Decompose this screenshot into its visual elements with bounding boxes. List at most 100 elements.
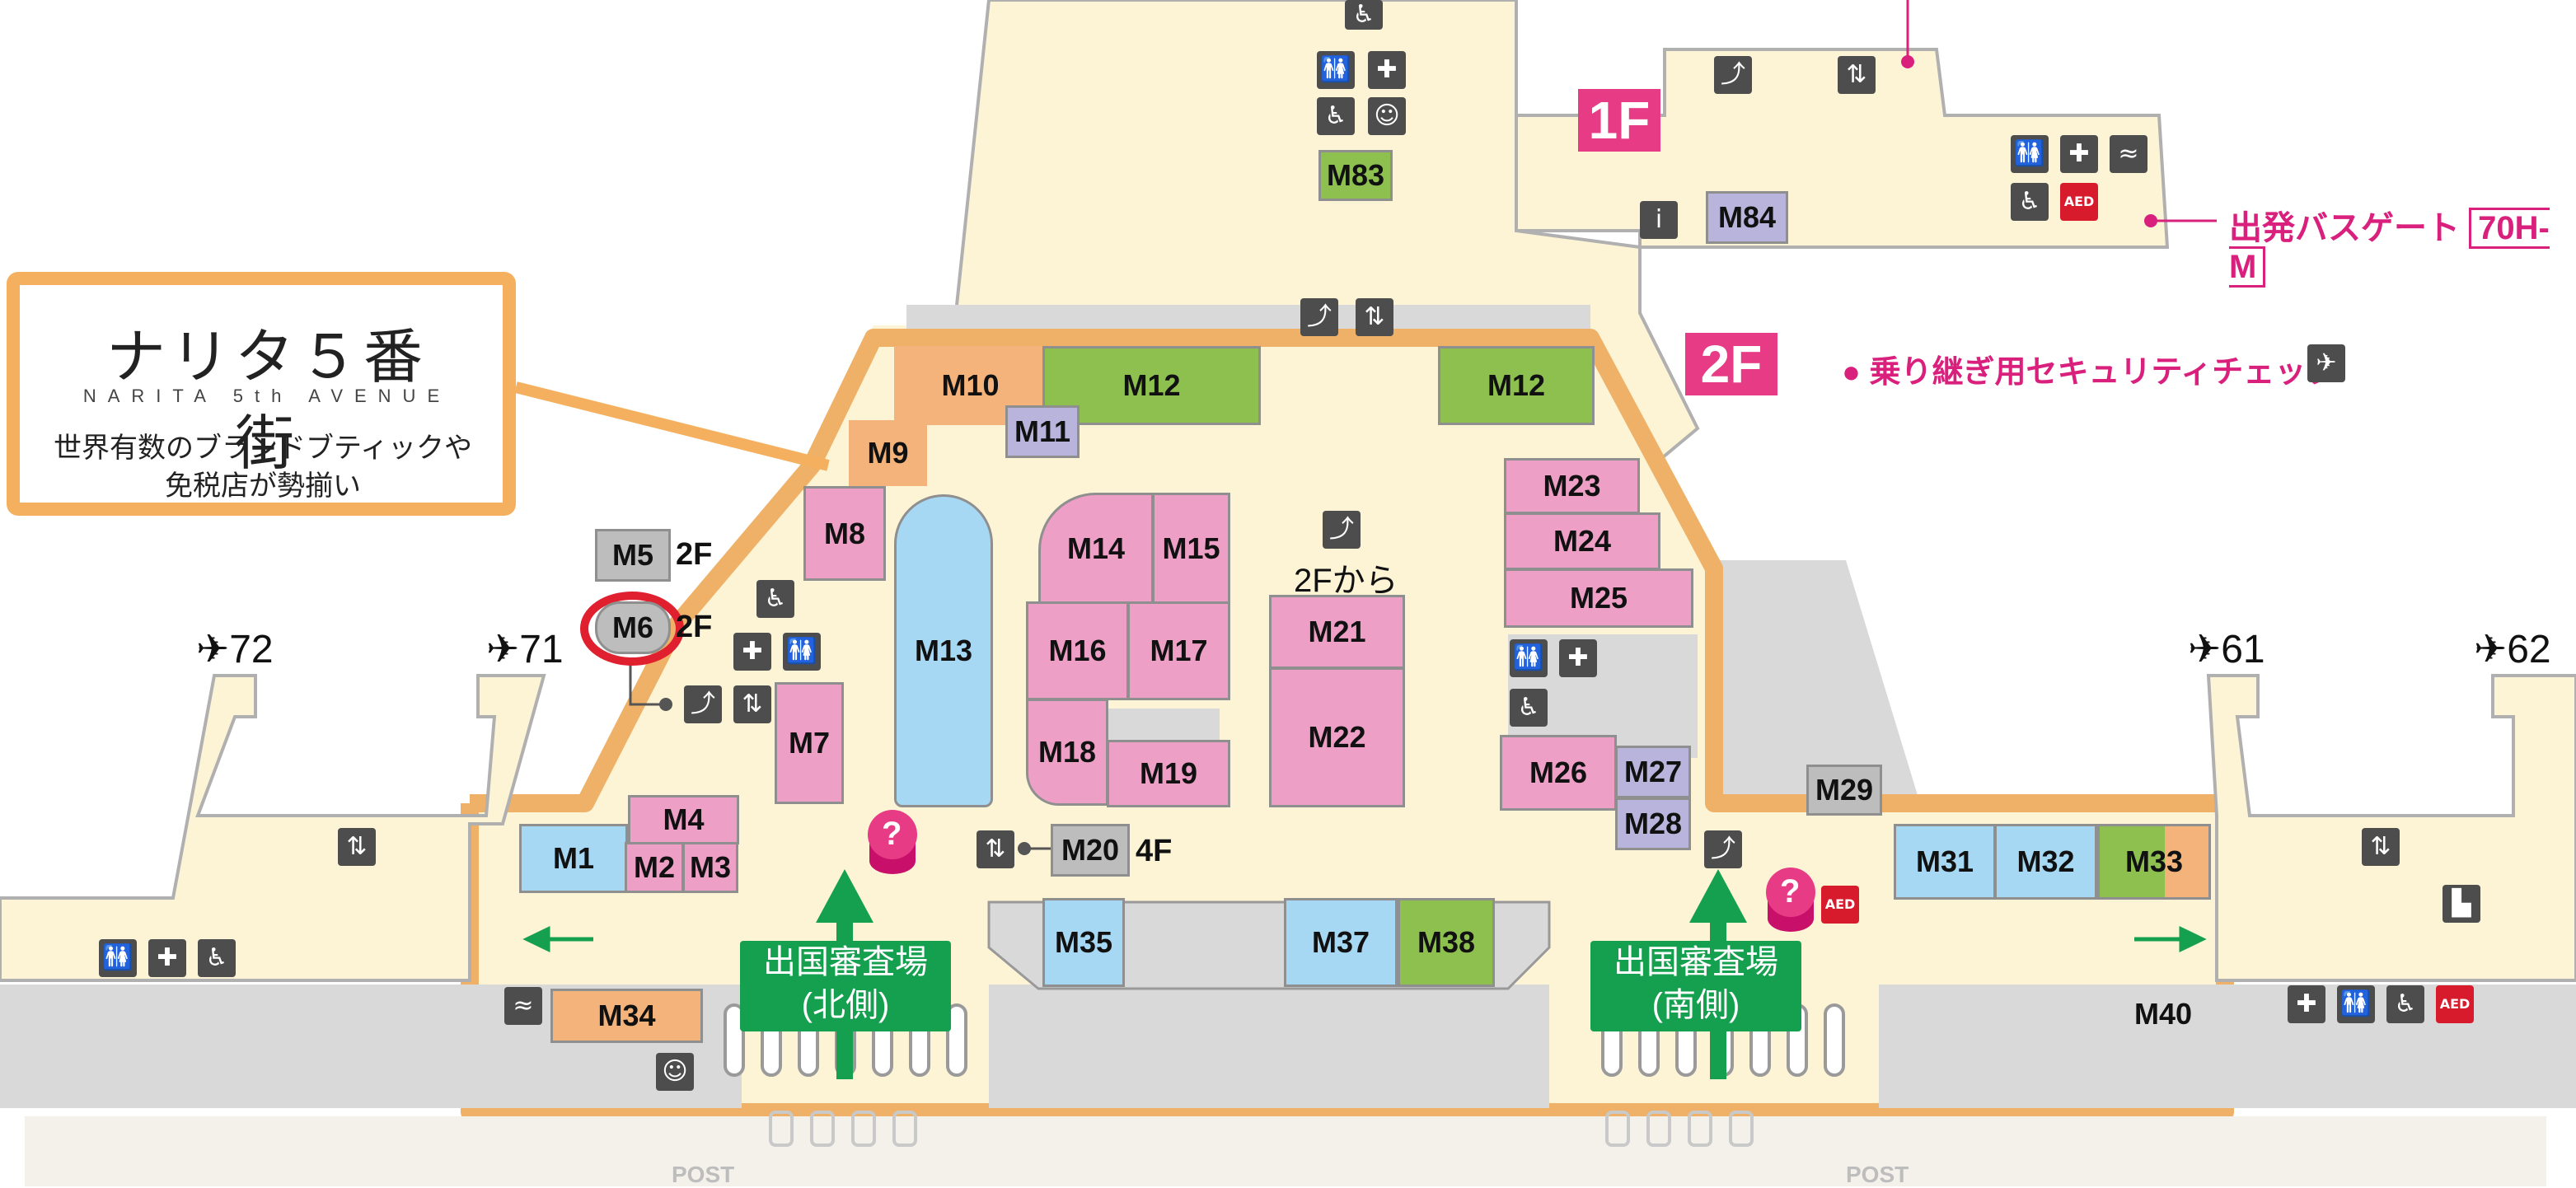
gate-62: ✈62 — [2474, 628, 2551, 671]
airplane-icon: ✈ — [486, 628, 520, 671]
callout-subtitle: NARITA 5th AVENUE — [82, 386, 452, 406]
restroom-icon: 🚻 — [2337, 985, 2375, 1023]
shop-m84[interactable]: M84 — [1706, 191, 1788, 244]
shop-m7[interactable]: M7 — [775, 682, 844, 804]
first-aid-icon: ✚ — [2060, 135, 2098, 173]
wheelchair-icon: ♿ — [1317, 97, 1355, 135]
shop-m6[interactable]: M6 — [595, 601, 671, 654]
wheelchair-icon: ♿ — [198, 939, 236, 977]
bus-gate-label: 出発バスゲート 70H-M — [2229, 201, 2576, 288]
bottom-lane-markers — [769, 1111, 1754, 1147]
gray-block-east — [1714, 560, 1920, 803]
bullet: ● — [1842, 355, 1870, 390]
shop-m23[interactable]: M23 — [1504, 458, 1640, 514]
narita-5th-avenue-callout: ナリタ５番街 NARITA 5th AVENUE 世界有数のブランドブティックや… — [7, 272, 516, 516]
shop-m21[interactable]: M21 — [1269, 595, 1405, 669]
shop-m2[interactable]: M2 — [625, 842, 684, 893]
restroom-icon: 🚻 — [783, 633, 821, 671]
callout-leader — [514, 381, 830, 471]
wheelchair-icon: ♿ — [2011, 183, 2049, 221]
nursery-icon: ☺ — [656, 1053, 694, 1091]
restroom-icon: 🚻 — [2011, 135, 2049, 173]
smoking-icon: ≈ — [504, 987, 542, 1025]
m20-floor-mark: 4F — [1136, 834, 1173, 868]
callout-description-line1: 世界有数のブランドブティックや — [54, 433, 472, 464]
restroom-icon: 🚻 — [1317, 51, 1355, 89]
wheelchair-icon: ♿ — [2386, 985, 2424, 1023]
shop-m24[interactable]: M24 — [1504, 512, 1660, 570]
shop-m15[interactable]: M15 — [1152, 493, 1230, 604]
post-label: POST — [672, 1162, 735, 1187]
m6-highlight-ring — [580, 592, 684, 666]
shop-m8[interactable]: M8 — [803, 486, 886, 581]
shop-m3[interactable]: M3 — [682, 842, 738, 893]
callout-title: ナリタ５番街 — [105, 322, 428, 478]
west-pier — [0, 674, 546, 982]
shop-m16[interactable]: M16 — [1026, 601, 1129, 700]
faded-bottom-strip — [25, 1116, 2546, 1186]
gate-72: ✈72 — [196, 628, 274, 671]
shop-m35[interactable]: M35 — [1042, 898, 1125, 987]
escalator-icon: ⤴ — [684, 685, 722, 723]
first-aid-icon: ✚ — [1559, 639, 1597, 677]
escalator-icon: ⤴ — [1704, 830, 1742, 868]
shop-m11[interactable]: M11 — [1005, 405, 1080, 458]
elevator-icon: ⇅ — [977, 830, 1014, 868]
floor-tag-2f: 2F — [1685, 333, 1777, 395]
help-kiosk-north — [868, 810, 917, 874]
wheelchair-icon: ♿ — [756, 580, 794, 618]
shop-m22[interactable]: M22 — [1269, 667, 1405, 807]
airplane-icon: ✈ — [2188, 628, 2222, 671]
shop-m4[interactable]: M4 — [628, 795, 739, 844]
elevator-icon: ⇅ — [2362, 828, 2400, 866]
lounge-seat-icon: ▙ — [2443, 885, 2480, 923]
shop-m5[interactable]: M5 — [595, 529, 671, 582]
gate-71: ✈71 — [486, 628, 564, 671]
direction-arrow-east — [2134, 926, 2207, 952]
m5-floor-mark: 2F — [676, 537, 713, 572]
shop-m19[interactable]: M19 — [1107, 740, 1230, 807]
shop-m14[interactable]: M14 — [1038, 493, 1154, 604]
elevator-icon: ⇅ — [1356, 298, 1393, 336]
shop-m18[interactable]: M18 — [1026, 699, 1108, 806]
escalator-icon: ⤴ — [1300, 298, 1338, 336]
shop-m32[interactable]: M32 — [1994, 824, 2097, 900]
first-aid-icon: ✚ — [1368, 51, 1406, 89]
m6-leader — [629, 659, 663, 706]
aed-icon: AED — [1821, 886, 1859, 924]
immigration-north-sign: 出国審査場 (北側) — [740, 941, 951, 1031]
first-aid-icon: ✚ — [2288, 985, 2325, 1023]
direction-arrow-west — [522, 926, 593, 952]
shop-m28[interactable]: M28 — [1615, 797, 1691, 850]
shop-m33[interactable]: M33 — [2097, 824, 2211, 900]
shop-m29[interactable]: M29 — [1806, 765, 1882, 816]
aed-icon: AED — [2060, 183, 2098, 221]
aed-icon: AED — [2436, 985, 2474, 1023]
shop-m37[interactable]: M37 — [1284, 898, 1398, 987]
shop-m25[interactable]: M25 — [1504, 568, 1693, 628]
post-label: POST — [1846, 1162, 1909, 1187]
shop-m40[interactable]: M40 — [2134, 997, 2193, 1031]
shop-m9[interactable]: M9 — [849, 420, 927, 486]
shop-m38[interactable]: M38 — [1398, 898, 1495, 987]
help-question-mark-north: ? — [882, 816, 902, 852]
shop-m20[interactable]: M20 — [1051, 824, 1130, 877]
nursery-icon: ☺ — [1368, 97, 1406, 135]
escalator-icon: ⤴ — [1714, 56, 1752, 94]
family-icon: ♿ — [1345, 0, 1383, 30]
shop-m17[interactable]: M17 — [1127, 601, 1230, 700]
elevator-icon: ⇅ — [338, 828, 376, 866]
gate-61: ✈61 — [2188, 628, 2265, 671]
shop-m13[interactable]: M13 — [894, 494, 993, 807]
shop-m34[interactable]: M34 — [550, 989, 703, 1043]
shop-m83[interactable]: M83 — [1318, 150, 1393, 201]
transfer-security-label: ● 乗り継ぎ用セキュリティチェック — [1842, 355, 2338, 390]
shop-m26[interactable]: M26 — [1500, 735, 1617, 811]
shop-m12-east[interactable]: M12 — [1438, 346, 1595, 425]
wheelchair-icon: ♿ — [1510, 689, 1548, 727]
smoking-icon: ≈ — [2110, 135, 2147, 173]
floor-tag-1f: 1F — [1578, 89, 1660, 152]
shop-m27[interactable]: M27 — [1615, 746, 1691, 798]
shop-m31[interactable]: M31 — [1894, 824, 1996, 900]
shop-m1[interactable]: M1 — [519, 824, 628, 893]
